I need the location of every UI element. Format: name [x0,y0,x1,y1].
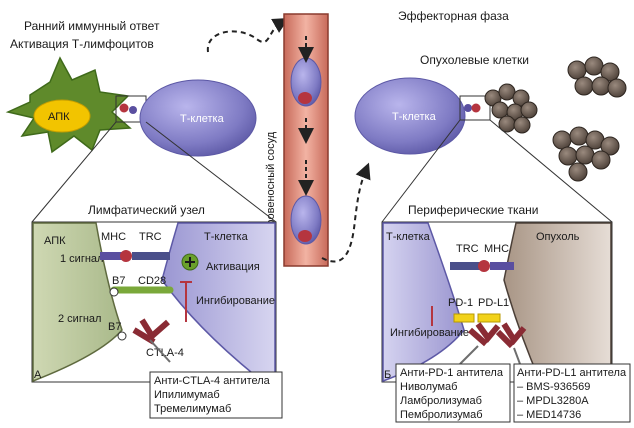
vessel-label: Кровеносный сосуд [265,131,277,232]
anti-pd1-drug-0: Анти-PD-1 антитела [400,367,504,379]
panel-a-signal1-label: 1 сигнал [60,253,103,265]
t-cell-right-label: Т-клетка [392,111,437,123]
t-cell-left [139,79,257,157]
zoom-line-a-left [31,121,117,223]
vessel-t-cell-2-nucleus [298,230,312,242]
panel-a-inhibition-label: Ингибирование [196,295,275,307]
anti-pd1-box [395,363,511,423]
migration-arrow-out [321,162,371,263]
panel-b-tcell-label: Т-клетка [386,231,431,243]
apc-nucleus [33,99,91,133]
anti-pdl1-box [513,363,631,423]
panel-a-mhc-label: MHC [101,231,126,243]
panel-a-trc-label: TRC [139,231,162,243]
panel-a-letter: А [34,369,42,381]
panel-a-b7-top-icon [109,287,119,297]
panel-a-apc-label: АПК [44,235,66,247]
panel-b-letter: Б [384,369,391,381]
panel-a-mhc-stalk [100,252,122,260]
early-response-title: Ранний иммунный ответ [24,19,160,33]
t-cell-left-label: Т-клетка [180,113,225,125]
mhc-icon-right [471,103,481,113]
anti-pd1-drug-2: Ламбролизумаб [400,395,482,407]
tumor-cells-label: Опухолевые клетки [420,53,529,67]
trc-icon-right [464,104,472,112]
anti-ctla4-box [149,371,283,419]
anti-ctla4-drug-0: Анти-CTLA-4 антитела [154,375,271,387]
vessel-t-cell-1-nucleus [298,92,312,104]
panel-b-pd1-label: PD-1 [448,297,473,309]
panel-b-pdl1-label: PD-L1 [478,297,509,309]
anti-pdl1-drug-2: – MPDL3280A [517,395,589,407]
panel-b-inhibition-label: Ингибирование [390,327,469,339]
mhc-icon [119,103,129,113]
panel-a-trc-receptor [132,252,170,260]
panel-b-trc-label: TRC [456,243,479,255]
zoom-line-b-right [489,119,613,223]
antibody-pointer-b2 [513,347,521,365]
panel-a-b7-top-label: B7 [112,275,125,287]
migration-arrow-in [206,18,289,53]
trc-icon [129,106,137,114]
tumor-cluster-2 [567,56,627,98]
panel-a-activation-label: Активация [206,261,260,273]
pd1-receptor [453,313,475,323]
tumor-cluster-1 [484,83,538,134]
t-cell-right [354,77,466,155]
zoom-line-b-left [381,119,461,223]
panel-b-trc-receptor [450,262,480,270]
panel-b-title: Периферические ткани [408,203,539,217]
anti-pdl1-drug-1: – BMS-936569 [517,381,590,393]
panel-a-cd28-label: CD28 [138,275,166,287]
anti-pd1-antibody [468,322,501,347]
zoom-line-a-right [145,121,277,223]
anti-pd1-drug-1: Ниволумаб [400,381,457,393]
panel-b-tumor-label: Опухоль [536,231,580,243]
panel-a-b7-bottom-label: B7 [108,321,121,333]
panel-b-mhc-stalk [490,262,514,270]
t-cell-activation-title: Активация Т-лимфоцитов [10,37,154,51]
antibody-pointer-b1 [459,345,479,365]
panel-a-b7-bottom-icon [117,331,127,341]
anti-pdl1-drug-0: Анти-PD-L1 антитела [517,367,627,379]
anti-pdl1-drug-3: – MED14736 [517,409,581,421]
anti-pd1-drug-3: Пембролизумаб [400,409,483,421]
panel-a-title: Лимфатический узел [88,203,205,217]
panel-b-mhc-label: MHC [484,243,509,255]
apc-label: АПК [48,111,70,123]
antibody-pointer-a [149,339,171,363]
anti-ctla4-drug-1: Ипилимумаб [154,389,220,401]
panel-a-ctla4-label: CTLA-4 [146,347,184,359]
activation-plus-sign [185,257,195,267]
panel-b-antigen-icon [478,260,490,272]
vessel-t-cell-2 [290,195,322,245]
anti-ctla4-drug-2: Тремелимумаб [154,403,231,415]
anti-pdl1-antibody [495,322,527,349]
zoom-box-right [459,95,491,121]
panel-a-signal2-label: 2 сигнал [58,313,101,325]
pdl1-ligand [477,313,501,323]
tumor-cluster-3 [552,126,620,182]
panel-a-tcell-label: Т-клетка [204,231,249,243]
effector-phase-title: Эффекторная фаза [398,9,509,23]
panel-a-antigen-icon [120,250,132,262]
